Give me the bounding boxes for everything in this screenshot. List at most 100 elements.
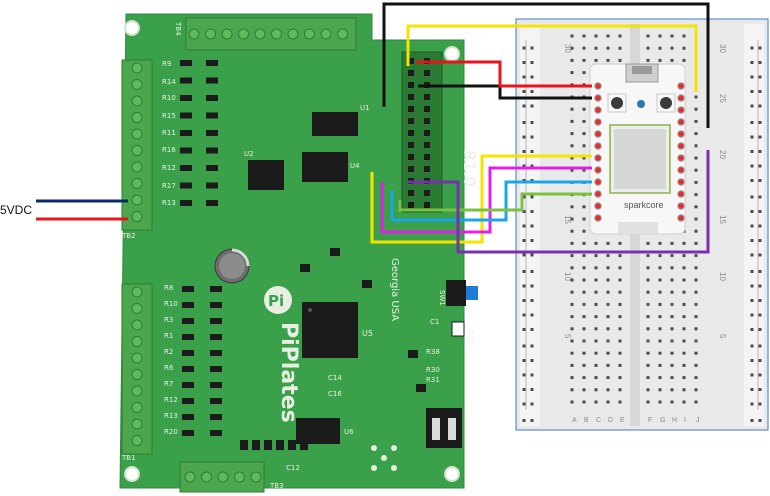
switch-button[interactable] bbox=[466, 286, 478, 300]
breadboard-rail-hole bbox=[750, 121, 754, 124]
sparkcore-pin bbox=[677, 166, 685, 174]
resistor-label: R12 bbox=[164, 396, 178, 404]
smd-resistor bbox=[210, 286, 222, 292]
breadboard-hole bbox=[606, 400, 610, 404]
breadboard-rail-hole bbox=[522, 46, 526, 50]
gpio-pin bbox=[408, 154, 414, 160]
wire-yellow-power bbox=[406, 24, 698, 92]
sparkcore-pin bbox=[594, 106, 602, 114]
resistor-label: R12 bbox=[162, 164, 176, 172]
breadboard-rail-hole bbox=[530, 104, 534, 108]
breadboard-rail-hole bbox=[530, 135, 534, 139]
resistor-label: R10 bbox=[162, 94, 176, 102]
breadboard-hole bbox=[694, 315, 698, 319]
breadboard-hole bbox=[646, 58, 650, 62]
sparkcore-pin bbox=[594, 94, 602, 102]
smd-resistor bbox=[408, 350, 418, 358]
component-label: C14 bbox=[328, 374, 342, 382]
breadboard-hole bbox=[582, 388, 586, 392]
breadboard-rail-hole bbox=[522, 328, 526, 331]
terminal-screw bbox=[131, 319, 143, 331]
breadboard-hole bbox=[582, 278, 586, 282]
breadboard-rail-hole bbox=[758, 239, 762, 242]
breadboard-rail-hole bbox=[750, 164, 754, 168]
breadboard-rail-hole bbox=[750, 284, 754, 288]
smd-resistor bbox=[206, 95, 218, 101]
component-label: SW1 bbox=[438, 290, 446, 306]
breadboard-rail-hole bbox=[758, 61, 762, 64]
breadboard-hole bbox=[694, 156, 698, 160]
resistor-label: R10 bbox=[164, 300, 178, 308]
sparkcore-pin bbox=[677, 82, 685, 90]
breadboard-hole bbox=[670, 339, 674, 343]
breadboard-hole bbox=[694, 363, 698, 367]
breadboard-hole bbox=[594, 58, 598, 62]
breadboard-hole bbox=[570, 34, 574, 38]
breadboard-hole bbox=[606, 351, 610, 355]
breadboard-hole bbox=[682, 400, 686, 404]
breadboard-hole bbox=[618, 363, 622, 367]
mounting-hole bbox=[444, 466, 460, 482]
breadboard-hole bbox=[570, 315, 574, 319]
breadboard-rail-hole bbox=[758, 284, 762, 288]
breadboard-hole bbox=[570, 107, 574, 111]
breadboard-rail-hole bbox=[750, 299, 754, 302]
smd-diode bbox=[240, 440, 248, 450]
breadboard-hole bbox=[594, 339, 598, 343]
signal-wires bbox=[370, 2, 710, 254]
breadboard-rail-hole bbox=[522, 195, 526, 199]
row-number: 20 bbox=[718, 150, 727, 159]
terminal-screw bbox=[201, 471, 212, 483]
sparkcore-pin bbox=[677, 202, 685, 210]
breadboard-hole bbox=[582, 132, 586, 136]
breadboard-rail-hole bbox=[522, 61, 526, 64]
breadboard-hole bbox=[582, 217, 586, 221]
led-d21 bbox=[451, 321, 465, 337]
breadboard-hole bbox=[570, 351, 574, 355]
breadboard-rail-hole bbox=[530, 75, 534, 79]
gpio-pin bbox=[424, 166, 430, 172]
gpio-pin bbox=[424, 202, 430, 208]
breadboard-hole bbox=[570, 71, 574, 75]
breadboard-rail-hole bbox=[530, 46, 534, 50]
gpio-pin bbox=[408, 94, 414, 100]
terminal-screw bbox=[238, 28, 249, 40]
breadboard-hole bbox=[682, 376, 686, 380]
breadboard-hole bbox=[582, 315, 586, 319]
smd-resistor bbox=[210, 414, 222, 420]
breadboard-hole bbox=[694, 376, 698, 380]
wire-black-ground bbox=[382, 2, 710, 128]
breadboard-rail-hole bbox=[530, 90, 534, 93]
breadboard-hole bbox=[670, 290, 674, 294]
row-number: 5 bbox=[563, 334, 572, 339]
terminal-screw bbox=[271, 28, 282, 40]
sparkcore-pin bbox=[677, 130, 685, 138]
breadboard-hole bbox=[646, 351, 650, 355]
gpio-pin bbox=[408, 118, 414, 124]
piplates-board: TB2 TB1 TB3 TB4 R9 R14 R10 R15 R11 R16 R… bbox=[119, 13, 479, 493]
breadboard-hole bbox=[658, 46, 662, 50]
component-label: U5 bbox=[362, 329, 373, 338]
breadboard-rail-hole bbox=[522, 253, 526, 257]
breadboard-rail-hole bbox=[758, 195, 762, 199]
breadboard-rail-hole bbox=[750, 373, 754, 377]
ic-u6 bbox=[296, 418, 340, 444]
breadboard-hole bbox=[682, 327, 686, 331]
breadboard-hole bbox=[606, 302, 610, 306]
breadboard-hole bbox=[618, 34, 622, 38]
terminal-screw bbox=[254, 28, 266, 40]
breadboard-rail-hole bbox=[758, 121, 762, 124]
breadboard-hole bbox=[694, 180, 698, 184]
terminal-screw bbox=[131, 385, 143, 397]
terminal-screw bbox=[131, 402, 143, 413]
column-letter: G bbox=[660, 417, 665, 424]
mounting-hole bbox=[124, 466, 140, 482]
breadboard-hole bbox=[694, 168, 698, 172]
column-letter: F bbox=[648, 417, 652, 424]
breadboard-hole bbox=[682, 254, 686, 258]
power-label: 5VDC bbox=[0, 203, 32, 217]
terminal-screw bbox=[131, 418, 143, 430]
component-label: U6 bbox=[344, 428, 354, 436]
breadboard-hole bbox=[682, 58, 686, 62]
